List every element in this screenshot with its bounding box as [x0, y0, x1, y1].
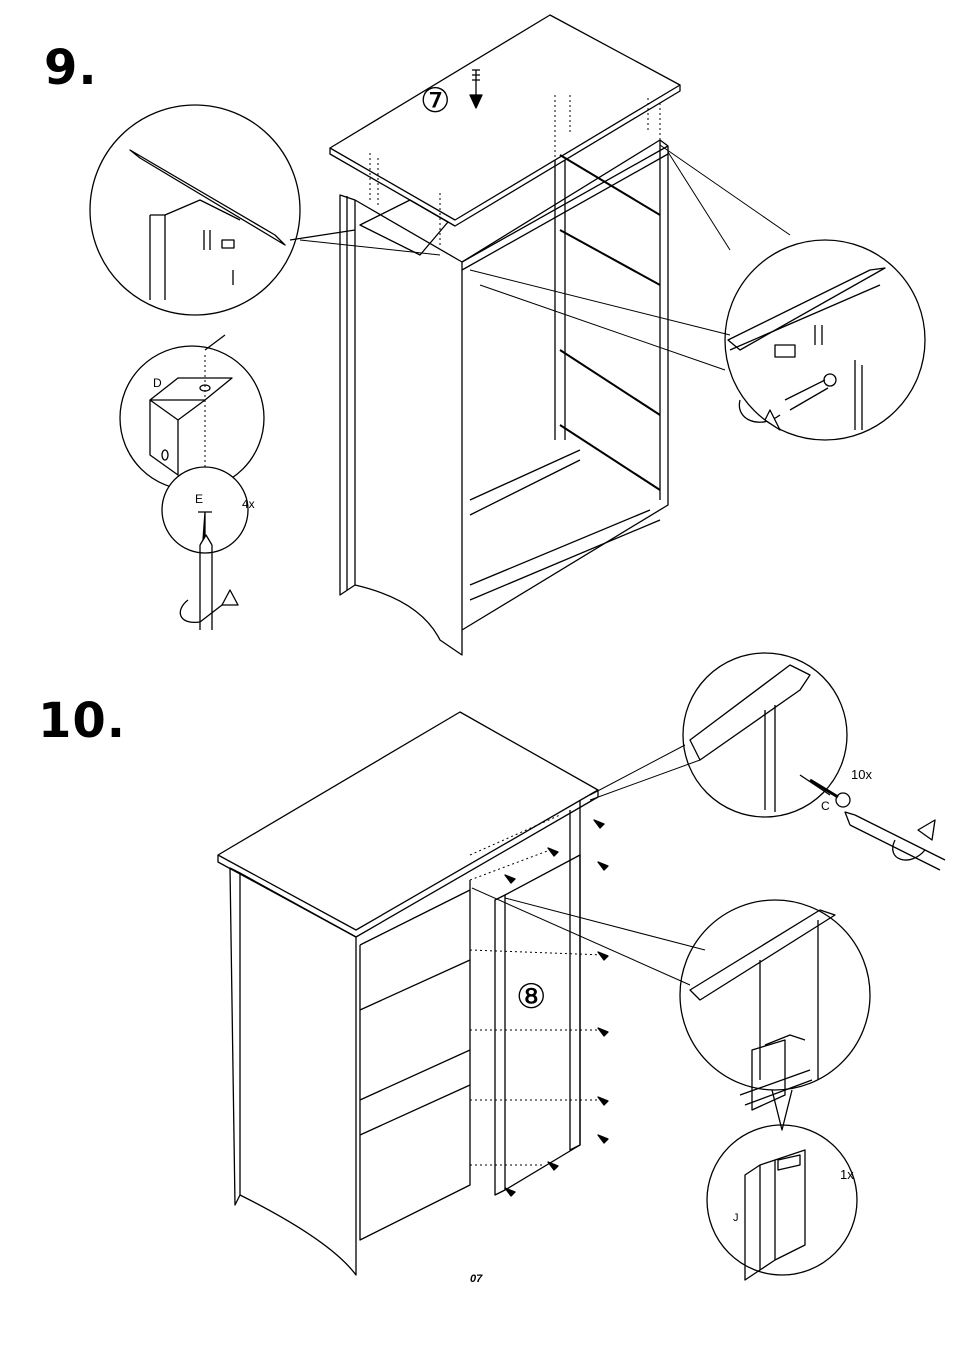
detail-circle-hinge	[680, 900, 870, 1110]
page-number: 07	[470, 1273, 482, 1285]
hinge-J-detail-circle	[707, 1090, 857, 1280]
rotate-arrow-icon	[180, 590, 238, 622]
part-marker-8: ⑧	[516, 980, 546, 1014]
cabinet-step-9	[330, 15, 680, 655]
part-marker-7: ⑦	[420, 84, 450, 118]
callout-J-quantity: 1x	[840, 1168, 854, 1181]
detail-circle-screw-C	[683, 653, 850, 817]
rotate-arrow-icon	[893, 820, 935, 860]
callout-J-label: J	[733, 1213, 739, 1224]
callout-D-label: D	[153, 377, 162, 389]
callout-E-quantity: 4x	[242, 498, 255, 510]
screw-detail-circle	[162, 467, 248, 553]
callout-E-label: E	[195, 493, 203, 505]
cabinet-step-10	[218, 712, 608, 1275]
detail-circle-top-left	[90, 105, 355, 315]
callout-C-quantity: 10x	[851, 768, 872, 781]
callout-C-label: C	[821, 800, 830, 812]
detail-circle-right	[725, 240, 925, 440]
